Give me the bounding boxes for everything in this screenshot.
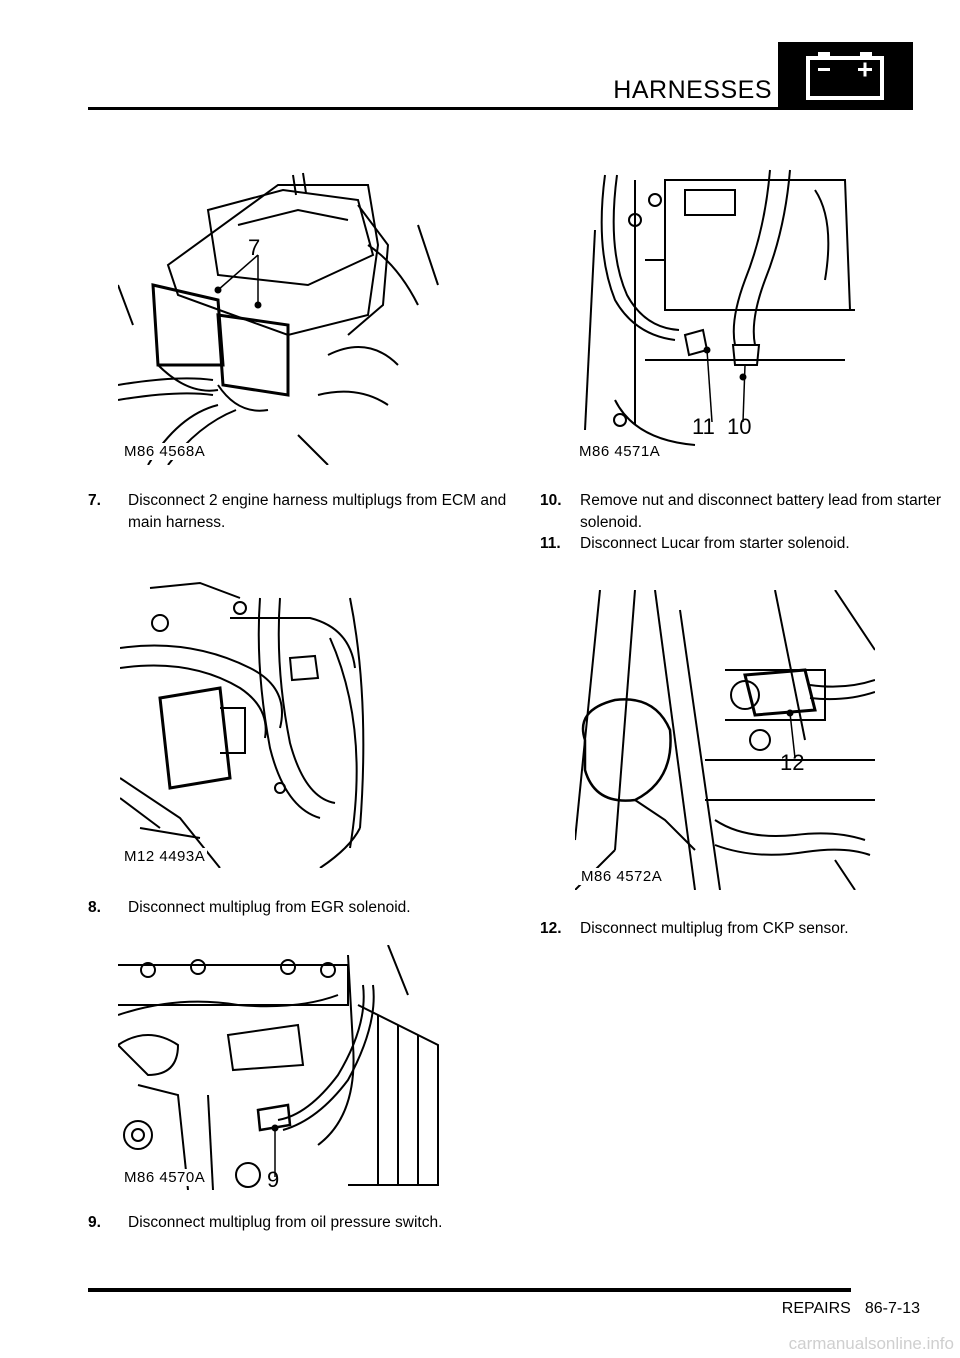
step-text: Disconnect multiplug from EGR solenoid. bbox=[128, 899, 411, 916]
figure-label: M12 4493A bbox=[122, 848, 208, 865]
step-number: 11. bbox=[540, 535, 561, 552]
step-text: Disconnect multiplug from CKP sensor. bbox=[580, 920, 849, 937]
figure-ckp-sensor: 12 M86 4572A bbox=[575, 590, 875, 890]
battery-icon bbox=[778, 42, 913, 110]
callout-9: 9 bbox=[267, 1167, 280, 1192]
step-10: 10. Remove nut and disconnect battery le… bbox=[540, 490, 960, 534]
step-text: Disconnect 2 engine harness multiplugs f… bbox=[128, 492, 507, 531]
page-title: HARNESSES bbox=[613, 76, 772, 104]
callout-7: 7 bbox=[248, 235, 261, 260]
figure-starter-solenoid: 11 10 M86 4571A bbox=[575, 160, 855, 465]
step-number: 10. bbox=[540, 492, 562, 509]
footer-rule bbox=[88, 1288, 851, 1292]
figure-label: M86 4568A bbox=[122, 443, 208, 460]
step-text: Disconnect multiplug from oil pressure s… bbox=[128, 1214, 443, 1231]
step-12: 12. Disconnect multiplug from CKP sensor… bbox=[540, 918, 960, 940]
step-text: Remove nut and disconnect battery lead f… bbox=[580, 492, 941, 531]
figure-ecm: 7 M86 4568A bbox=[118, 165, 448, 465]
step-8: 8. Disconnect multiplug from EGR solenoi… bbox=[88, 897, 508, 919]
header-rule bbox=[88, 107, 778, 110]
callout-11: 11 bbox=[692, 414, 715, 439]
step-number: 9. bbox=[88, 1214, 101, 1231]
step-number: 12. bbox=[540, 920, 562, 937]
figure-egr-solenoid: M12 4493A bbox=[120, 578, 385, 868]
step-number: 8. bbox=[88, 899, 101, 916]
footer-section: REPAIRS bbox=[781, 1300, 851, 1317]
step-11: 11. Disconnect Lucar from starter soleno… bbox=[540, 533, 960, 555]
figure-label: M86 4572A bbox=[579, 868, 665, 885]
page-footer: REPAIRS 86-7-13 bbox=[782, 1300, 920, 1318]
footer-page-number: 86-7-13 bbox=[864, 1300, 920, 1317]
step-text: Disconnect Lucar from starter solenoid. bbox=[580, 535, 850, 552]
figure-oil-pressure-switch: 9 M86 4570A bbox=[118, 945, 448, 1192]
callout-12: 12 bbox=[780, 750, 805, 775]
step-number: 7. bbox=[88, 492, 101, 509]
callout-10: 10 bbox=[727, 414, 752, 439]
step-9: 9. Disconnect multiplug from oil pressur… bbox=[88, 1212, 548, 1234]
figure-label: M86 4570A bbox=[122, 1169, 208, 1186]
step-7: 7. Disconnect 2 engine harness multiplug… bbox=[88, 490, 508, 534]
figure-label: M86 4571A bbox=[577, 443, 663, 460]
watermark: carmanualsonline.info bbox=[788, 1334, 954, 1353]
